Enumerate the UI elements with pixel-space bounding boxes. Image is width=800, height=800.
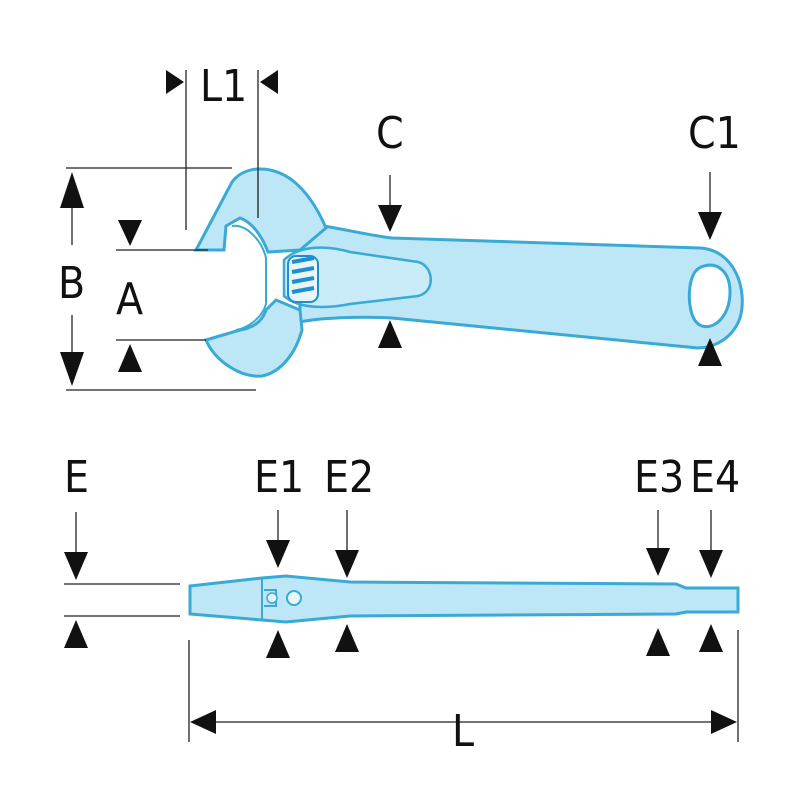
label-a: A <box>116 274 143 325</box>
arrow-down-icon <box>118 220 142 246</box>
arrow-up-icon <box>335 624 359 652</box>
handle-slot <box>282 246 432 309</box>
label-e: E <box>64 452 89 503</box>
arrow-up-icon <box>646 628 670 656</box>
arrow-down-icon <box>378 205 402 232</box>
label-c1: C1 <box>688 108 741 159</box>
arrow-up-icon <box>378 320 402 348</box>
hanging-hole <box>687 263 732 329</box>
arrow-down-icon <box>60 352 84 386</box>
arrow-up-icon <box>699 624 723 652</box>
wrench-head-upper-jaw <box>193 167 328 254</box>
arrow-down-icon <box>698 212 722 240</box>
arrow-up-icon <box>64 620 88 648</box>
arrow-right-icon <box>166 70 184 94</box>
arrow-down-icon <box>699 550 723 578</box>
label-l: L <box>452 706 474 757</box>
arrow-down-icon <box>646 548 670 576</box>
pivot-pin <box>286 590 302 606</box>
arrow-down-icon <box>266 540 290 568</box>
arrow-up-icon <box>118 344 142 372</box>
wrench-handle <box>298 220 744 350</box>
jaw-opening <box>231 224 267 331</box>
dimension-labels: L1 C C1 B A E E1 E2 E3 E4 L <box>58 61 741 757</box>
arrow-up-icon <box>60 172 84 208</box>
arrow-left-icon <box>190 710 216 734</box>
top-dimension-lines <box>60 70 722 391</box>
label-l1: L1 <box>200 61 247 112</box>
arrow-down-icon <box>64 552 88 580</box>
label-b: B <box>58 258 85 309</box>
arrow-up-icon <box>266 630 290 658</box>
wrench-side-profile <box>188 574 740 624</box>
wrench-lower-jaw <box>203 298 304 378</box>
arrow-up-icon <box>698 338 722 366</box>
wrench-side-view <box>188 574 740 624</box>
label-e2: E2 <box>324 452 374 503</box>
wrench-top-view <box>193 167 744 378</box>
arrow-left-icon <box>260 70 278 94</box>
arrow-right-icon <box>711 710 737 734</box>
label-e3: E3 <box>634 452 684 503</box>
worm-screw <box>287 255 319 303</box>
label-c: C <box>376 108 404 159</box>
label-e4: E4 <box>690 452 740 503</box>
label-e1: E1 <box>254 452 304 503</box>
arrow-down-icon <box>335 550 359 578</box>
side-dimension-lines <box>64 510 739 742</box>
